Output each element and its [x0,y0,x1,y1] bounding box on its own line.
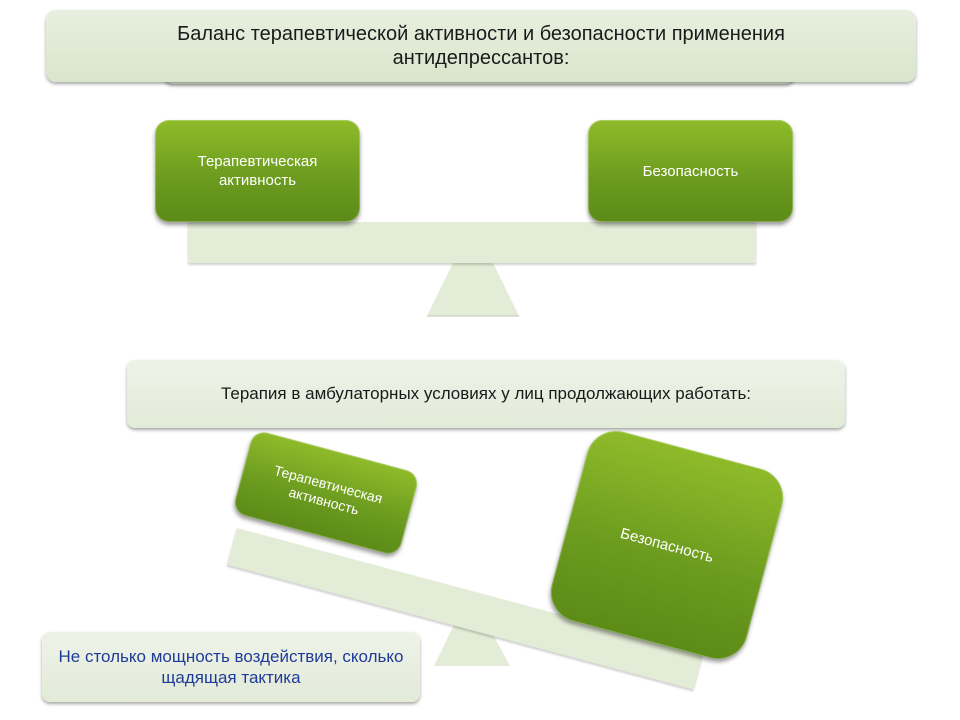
top-safety-label: Безопасность [642,162,739,180]
bottom-safety-label: Безопасность [618,524,716,566]
outpatient-therapy-banner: Терапия в амбулаторных условиях у лиц пр… [127,360,845,428]
bottom-therapeutic-activity-label: Терапевтическая активность [272,462,385,518]
top-therapeutic-activity-box: Терапевтическая активность [155,120,360,222]
conclusion-note-text: Не столько мощность воздействия, сколько… [58,647,404,687]
header-title: Баланс терапевтической активности и безо… [177,23,785,69]
conclusion-note: Не столько мощность воздействия, сколько… [42,632,420,702]
top-therapeutic-activity-label: Терапевтическая активность [197,153,318,189]
top-fulcrum [427,222,519,317]
top-safety-box: Безопасность [588,120,793,222]
outpatient-therapy-label: Терапия в амбулаторных условиях у лиц пр… [220,384,752,403]
header-banner: Баланс терапевтической активности и безо… [46,10,916,82]
top-scale-beam [188,222,756,263]
